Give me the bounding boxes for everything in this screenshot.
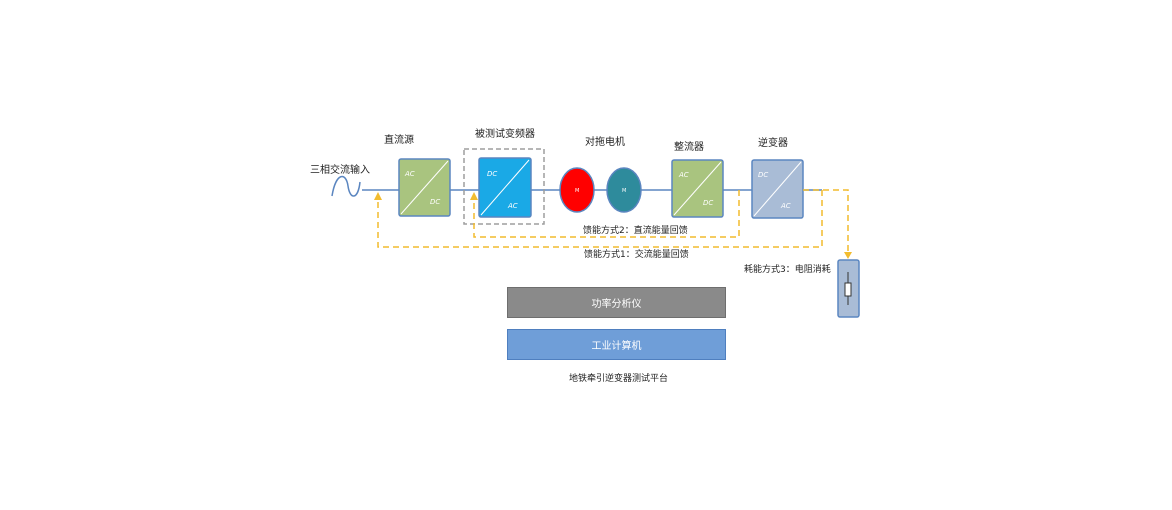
dc-source-diagonal: [400, 160, 449, 215]
ac-feedback-path: [377, 190, 823, 248]
ac-feedback-arrow-icon: [374, 192, 382, 200]
inverter-top-text: DC: [758, 171, 768, 179]
power-analyzer-label: 功率分析仪: [591, 299, 642, 310]
dc-source-top-text: AC: [404, 170, 415, 178]
resistor-icon: [844, 282, 852, 297]
inverter-diagonal: [753, 161, 802, 217]
dc-source-bottom-text: DC: [430, 198, 440, 206]
dut-vfd-label: 被测试变频器: [475, 127, 535, 140]
industrial-pc-bar: 工业计算机: [507, 329, 726, 360]
inverter-bottom-text: AC: [780, 202, 791, 210]
inverter-label: 逆变器: [758, 136, 788, 149]
motor-right-text: M: [622, 188, 626, 194]
ac-source-icon: [331, 175, 361, 197]
dut-frame: [463, 148, 545, 225]
dc-source-label: 直流源: [384, 133, 414, 146]
industrial-pc-label: 工业计算机: [591, 341, 642, 352]
dut-vfd-bottom-text: AC: [507, 202, 518, 210]
dc-feedback-path: [473, 190, 740, 238]
dut-vfd-diagonal: [480, 159, 530, 216]
rectifier-bottom-text: DC: [703, 199, 713, 207]
motor-right-icon: [606, 167, 642, 213]
dc-feedback-label: 馈能方式2：直流能量回馈: [583, 224, 688, 236]
platform-caption: 地铁牵引逆变器测试平台: [569, 372, 668, 384]
dc-feedback-arrow-icon: [470, 192, 478, 200]
motor-left-text: M: [575, 188, 579, 194]
rectifier-label: 整流器: [674, 140, 704, 153]
rectifier-top-text: AC: [678, 171, 689, 179]
motor-left-icon: [559, 167, 595, 213]
dissipation-label: 耗能方式3：电阻消耗: [744, 263, 831, 275]
dut-vfd-top-text: DC: [487, 170, 497, 178]
dissipation-arrow-icon: [844, 252, 852, 259]
rectifier-diagonal: [673, 161, 722, 216]
power-analyzer-bar: 功率分析仪: [507, 287, 726, 318]
dissipation-path: [803, 189, 849, 252]
ac-feedback-label: 馈能方式1：交流能量回馈: [584, 248, 689, 260]
input-label: 三相交流输入: [310, 163, 370, 176]
motor-pair-label: 对拖电机: [585, 135, 625, 148]
